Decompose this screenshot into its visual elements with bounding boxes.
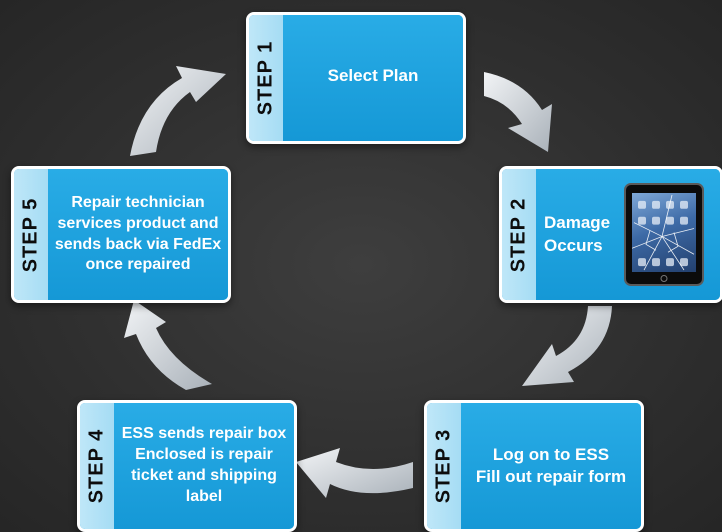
step-2-tab: STEP 2: [502, 169, 536, 300]
step-3-content: Log on to ESS Fill out repair form: [461, 403, 641, 529]
step-1-tab: STEP 1: [249, 15, 283, 141]
step-5-label: STEP 5: [19, 197, 42, 272]
step-5-text: Repair technician services product and s…: [54, 193, 222, 274]
step-4-box: STEP 4 ESS sends repair box Enclosed is …: [77, 400, 297, 532]
step-5-content: Repair technician services product and s…: [48, 169, 228, 300]
step-2-content: Damage Occurs: [536, 169, 720, 300]
curved-arrow-icon-2-to-3: [522, 306, 612, 386]
step-3-tab: STEP 3: [427, 403, 461, 529]
curved-arrow-icon-5-to-1: [130, 66, 226, 156]
curved-arrow-icon-3-to-4: [296, 448, 413, 498]
step-4-label: STEP 4: [85, 428, 108, 504]
step-2-text: Damage Occurs: [544, 213, 611, 255]
step-1-text: Select Plan: [327, 66, 419, 85]
step-4-content: ESS sends repair box Enclosed is repair …: [114, 403, 294, 529]
cracked-tablet-icon: [624, 183, 704, 286]
step-3-box: STEP 3 Log on to ESS Fill out repair for…: [424, 400, 644, 532]
step-2-box: STEP 2 Damage Occurs: [499, 166, 722, 303]
step-3-text: Log on to ESS Fill out repair form: [475, 444, 627, 486]
step-1-box: STEP 1 Select Plan: [246, 12, 466, 144]
step-4-tab: STEP 4: [80, 403, 114, 529]
step-1-label: STEP 1: [254, 40, 277, 116]
step-5-box: STEP 5 Repair technician services produc…: [11, 166, 231, 303]
curved-arrow-icon-1-to-2: [484, 72, 552, 152]
curved-arrow-icon-4-to-5: [124, 300, 212, 390]
step-2-label: STEP 2: [507, 197, 530, 272]
step-3-label: STEP 3: [432, 428, 455, 504]
step-4-text: ESS sends repair box Enclosed is repair …: [121, 425, 287, 505]
step-5-tab: STEP 5: [14, 169, 48, 300]
step-1-content: Select Plan: [283, 15, 463, 141]
